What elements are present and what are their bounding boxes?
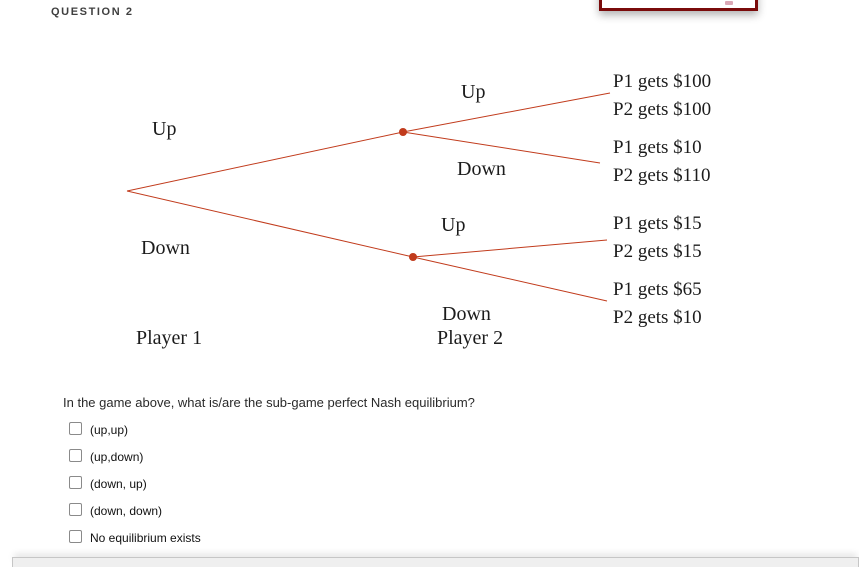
payoff-line: P1 gets $100 bbox=[613, 71, 712, 92]
option-row-no-equilibrium[interactable]: No equilibrium exists bbox=[69, 528, 201, 555]
payoff-line: P1 gets $10 bbox=[613, 137, 702, 158]
option-checkbox[interactable] bbox=[69, 476, 82, 489]
payoff-down-down: P1 gets $65 P2 gets $10 bbox=[613, 276, 702, 332]
branch-p2-bottom-up bbox=[412, 239, 608, 258]
option-checkbox[interactable] bbox=[69, 449, 82, 462]
horizontal-scrollbar[interactable] bbox=[12, 557, 859, 567]
option-label[interactable]: (down, down) bbox=[90, 504, 163, 518]
decision-node-p2-bottom bbox=[409, 253, 417, 261]
payoff-line: P2 gets $10 bbox=[613, 307, 702, 328]
label-p1-down: Down bbox=[141, 237, 190, 259]
payoff-line: P2 gets $15 bbox=[613, 241, 702, 262]
payoff-up-up: P1 gets $100 P2 gets $100 bbox=[613, 68, 711, 124]
payoff-line: P2 gets $110 bbox=[613, 165, 711, 186]
label-p1-up: Up bbox=[152, 118, 177, 140]
option-checkbox[interactable] bbox=[69, 422, 82, 435]
cutoff-panel[interactable] bbox=[599, 0, 758, 11]
question-title: QUESTION 2 bbox=[51, 6, 134, 18]
payoff-line: P1 gets $65 bbox=[613, 279, 702, 300]
answer-options: (up,up) (up,down) (down, up) (down, down… bbox=[69, 420, 201, 555]
option-row-down-down[interactable]: (down, down) bbox=[69, 501, 201, 528]
payoff-down-up: P1 gets $15 P2 gets $15 bbox=[613, 210, 702, 266]
option-checkbox[interactable] bbox=[69, 503, 82, 516]
option-label[interactable]: No equilibrium exists bbox=[90, 531, 201, 545]
label-p2-bottom-down: Down bbox=[442, 303, 491, 325]
branch-p2-bottom-down bbox=[412, 256, 608, 302]
branch-p2-top-up bbox=[402, 92, 611, 133]
decision-node-p2-top bbox=[399, 128, 407, 136]
option-label[interactable]: (up,up) bbox=[90, 423, 129, 437]
option-row-up-down[interactable]: (up,down) bbox=[69, 447, 201, 474]
cutoff-panel-mark bbox=[725, 1, 733, 5]
option-checkbox[interactable] bbox=[69, 530, 82, 543]
option-row-down-up[interactable]: (down, up) bbox=[69, 474, 201, 501]
option-label[interactable]: (up,down) bbox=[90, 450, 144, 464]
label-player1: Player 1 bbox=[136, 327, 203, 349]
branch-p2-top-down bbox=[402, 131, 601, 164]
label-p2-top-up: Up bbox=[461, 81, 486, 103]
question-prompt: In the game above, what is/are the sub-g… bbox=[63, 395, 475, 410]
payoff-line: P2 gets $100 bbox=[613, 99, 712, 120]
payoff-up-down: P1 gets $10 P2 gets $110 bbox=[613, 134, 710, 190]
label-player2: Player 2 bbox=[437, 327, 504, 349]
payoff-line: P1 gets $15 bbox=[613, 213, 702, 234]
option-row-up-up[interactable]: (up,up) bbox=[69, 420, 201, 447]
branch-p1-down bbox=[126, 190, 414, 258]
label-p2-top-down: Down bbox=[457, 158, 506, 180]
option-label[interactable]: (down, up) bbox=[90, 477, 147, 491]
label-p2-bottom-up: Up bbox=[441, 214, 466, 236]
branch-p1-up bbox=[126, 131, 404, 192]
